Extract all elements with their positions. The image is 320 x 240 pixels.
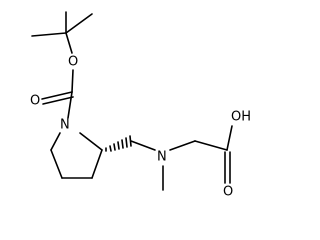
bond-ring-c5-to-n (50, 132, 61, 151)
bond-ether-oxygen-to-carbonyl-carbon (71, 69, 74, 93)
hash-3 (113, 143, 116, 151)
carbamate-group (41, 69, 74, 119)
ring-nitrogen-label: N (60, 118, 70, 133)
bond-ch2-to-acid-carbon (194, 140, 228, 151)
bond-tbu-to-ether-oxygen (65, 32, 73, 54)
structure-canvas: O O N N OH O (30, 11, 252, 200)
bond-tbu-methyl-right (65, 13, 93, 34)
tert-butyl-group (31, 11, 93, 54)
bond-tbu-methyl-left (31, 32, 67, 37)
bond-ring-n-to-c2 (79, 132, 103, 151)
bond-carbonyl-double-a (41, 91, 73, 100)
hash-5 (121, 139, 124, 149)
ether-oxygen-label: O (68, 55, 78, 70)
hash-6 (125, 137, 128, 148)
hash-2 (109, 145, 112, 152)
stereo-hashed-wedge (105, 135, 132, 152)
bond-carbonyl-carbon-to-ring-n (67, 91, 73, 119)
atom-labels: O O N N OH O (30, 55, 251, 200)
carboxylic-acid-group (194, 125, 233, 184)
hash-4 (117, 141, 120, 150)
bond-amine-n-to-ch2 (169, 140, 196, 151)
chemical-structure-diagram: O O N N OH O (30, 11, 251, 200)
amine-nitrogen-label: N (157, 150, 167, 165)
pyrrolidine-ring (50, 132, 103, 179)
bond-ring-c4-to-c5 (50, 149, 63, 179)
bond-ring-c2-to-c3 (91, 149, 103, 179)
acid-carbonyl-oxygen-label: O (223, 185, 233, 200)
carbonyl-oxygen-label: O (30, 94, 40, 109)
bond-carbonyl-double-b (42, 96, 74, 105)
bond-acid-carbon-to-hydroxyl (226, 125, 233, 151)
amine-side-chain (130, 140, 196, 191)
hydroxyl-label: OH (231, 110, 251, 125)
bond-ch2-to-amine-n (130, 140, 156, 151)
